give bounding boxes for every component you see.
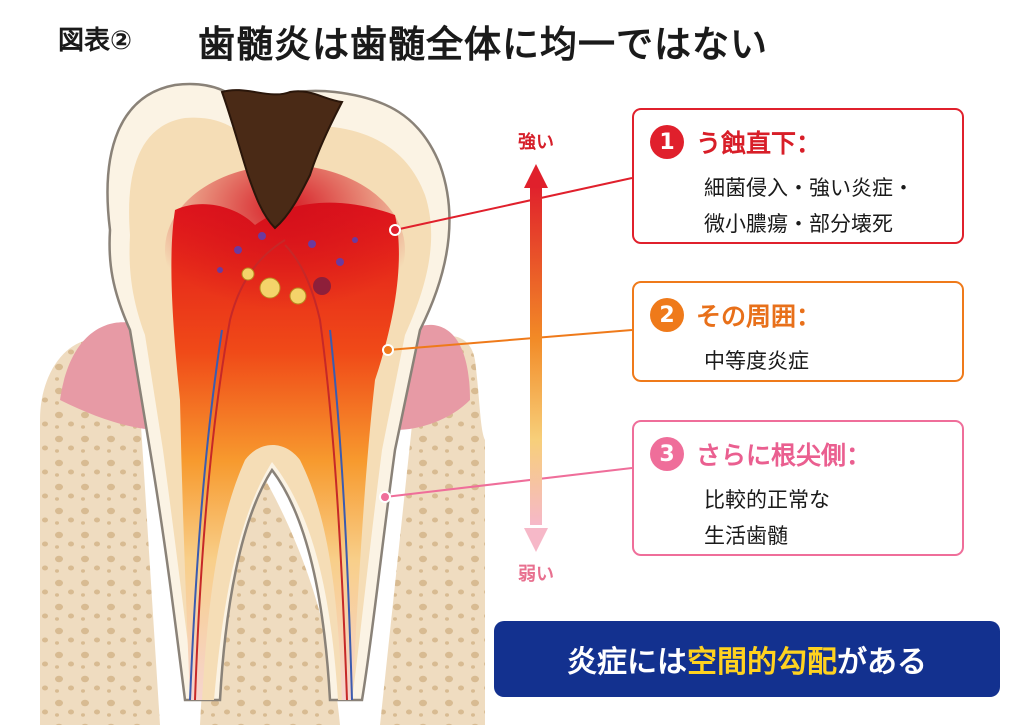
zone-2-number-badge: 2: [650, 298, 684, 332]
zone-2-heading: その周囲：: [696, 302, 822, 331]
zone-1-heading: う蝕直下：: [696, 129, 822, 158]
summary-text-after: がある: [837, 645, 927, 680]
figure-title: 歯髄炎は歯髄全体に均一ではない: [198, 23, 768, 66]
figure-label: 図表②: [58, 26, 133, 56]
leader-lines: [379, 177, 633, 503]
summary-text-highlight: 空間的勾配: [687, 645, 837, 680]
zone-3-box: 3 さらに根尖側： 比較的正常な 生活歯髄: [632, 420, 964, 556]
alveolar-bone: [40, 336, 485, 725]
caries-lesion: [220, 89, 344, 230]
zone-1-line-2: 微小膿瘍・部分壊死: [704, 212, 893, 236]
zone-3-line-1: 比較的正常な: [704, 488, 830, 512]
zone-3-line-2: 生活歯髄: [704, 524, 788, 548]
bacteria-cluster: [217, 232, 358, 305]
intensity-scale-arrow: [524, 164, 548, 552]
zone-2-line-1: 中等度炎症: [704, 349, 809, 373]
pulp-vessels: [189, 239, 353, 701]
zone-1-box: 1 う蝕直下： 細菌侵入・強い炎症・ 微小膿瘍・部分壊死: [632, 108, 964, 244]
summary-banner: 炎症には空間的勾配がある: [494, 621, 1000, 697]
zone-1-number-badge: 1: [650, 125, 684, 159]
zone-3-heading: さらに根尖側：: [696, 441, 872, 470]
summary-text-before: 炎症には: [567, 645, 687, 680]
zone-3-number-badge: 3: [650, 437, 684, 471]
scale-strong-label: 強い: [518, 132, 554, 153]
zone-1-line-1: 細菌侵入・強い炎症・: [704, 176, 914, 200]
zone-2-box: 2 その周囲： 中等度炎症: [632, 281, 964, 382]
scale-weak-label: 弱い: [518, 564, 554, 585]
